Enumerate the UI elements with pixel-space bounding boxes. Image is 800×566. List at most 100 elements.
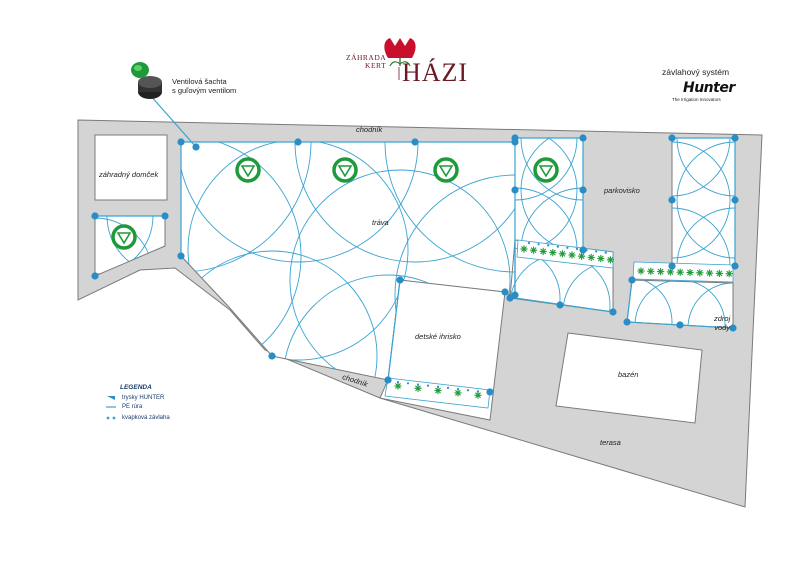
drip-plant: [520, 245, 528, 253]
drip-emitter: [556, 245, 559, 248]
drip-emitter: [575, 247, 579, 251]
drip-emitter: [566, 246, 569, 249]
drip-emitter: [604, 251, 607, 254]
drip-emitter: [547, 244, 550, 247]
pool-label: bazén: [618, 370, 639, 379]
nozzle-marker: [161, 212, 169, 220]
nozzle-marker: [501, 288, 509, 296]
drip-plant: [715, 269, 723, 277]
drip-plant: [549, 249, 557, 257]
drip-emitter: [466, 389, 470, 392]
drip-plant: [394, 382, 402, 390]
legend-item-drip: kvapková závlaha: [122, 415, 170, 421]
valve-symbol: [111, 224, 137, 250]
far-right-lawn-area: [671, 137, 736, 267]
nozzle-marker: [579, 134, 587, 142]
far-right-arcs: [672, 138, 735, 266]
nozzle-marker: [384, 376, 392, 384]
drip-plant: [637, 267, 645, 275]
valve-symbol: [235, 157, 261, 183]
nozzle-marker: [486, 388, 494, 396]
nozzle-marker: [192, 143, 200, 151]
nozzle-marker: [731, 134, 739, 142]
drip-emitter: [436, 385, 440, 388]
legend-item-nozzle: trysky HUNTER: [122, 395, 165, 401]
drip-plant: [725, 270, 733, 278]
nozzle-marker: [91, 212, 99, 220]
playground-label: detské ihrisko: [415, 332, 461, 341]
brand-line2: KERT: [365, 61, 387, 70]
drip-emitter: [537, 243, 540, 246]
drip-plant: [597, 255, 605, 263]
valve-symbol: [332, 157, 358, 183]
nozzle-marker: [676, 321, 684, 329]
drip-plant: [530, 246, 538, 254]
water-source-label: zdroj vody: [714, 314, 730, 332]
nozzle-marker: [731, 196, 739, 204]
brand-line1: ZÁHRADA: [346, 53, 387, 62]
drip-emitter: [396, 381, 400, 384]
nozzle-marker: [668, 262, 676, 270]
nozzle-marker: [731, 262, 739, 270]
drip-plant: [587, 253, 595, 261]
nozzle-marker: [294, 138, 302, 146]
hunter-tagline: The Irrigation Innovators: [672, 97, 721, 102]
drip-emitter: [406, 382, 410, 385]
garden-house-label: záhradný domček: [99, 170, 159, 179]
water-source-line1: zdroj: [714, 314, 731, 323]
parking-label: parkovisko: [604, 186, 640, 195]
garden-house-area: [94, 134, 168, 201]
lawn-label: tráva: [372, 218, 389, 227]
right-lawn-area: [514, 137, 584, 251]
right-spray-arcs: [515, 138, 583, 250]
drip-plant: [686, 268, 694, 277]
brand-logo: ZÁHRADA KERT: [346, 54, 386, 70]
pool-area: [555, 332, 703, 424]
drip-plant: [578, 252, 586, 260]
drip-emitter: [527, 241, 531, 245]
legend-symbols: [106, 396, 116, 420]
sidewalk-top-label: chodník: [356, 125, 383, 134]
drip-plant: [606, 256, 614, 264]
drip-plant: [539, 247, 547, 255]
drip-plant: [474, 391, 482, 399]
terrace-label: terasa: [600, 438, 621, 447]
valve-box-line2: s guľovým ventilom: [172, 86, 237, 95]
drip-plant: [647, 267, 655, 275]
legend-item-pipe: PE rúra: [122, 404, 143, 410]
drip-emitter: [476, 390, 480, 393]
drip-plant: [666, 268, 674, 276]
drip-plant: [558, 250, 566, 258]
nozzle-marker: [609, 308, 617, 316]
drip-plant: [657, 268, 665, 276]
nozzle-marker: [579, 186, 587, 194]
nozzle-marker: [668, 196, 676, 204]
legend-title: LEGENDA: [120, 384, 152, 391]
drip-emitter: [456, 387, 460, 391]
drip-plant: [454, 389, 462, 397]
nozzle-marker: [91, 272, 99, 280]
nozzle-marker: [268, 352, 276, 360]
water-source-line2: vody: [714, 323, 731, 332]
nozzle-marker: [177, 138, 185, 146]
valve-box-icon: [131, 62, 162, 99]
brand-name: HÁZI: [402, 58, 469, 87]
nozzle-marker: [506, 294, 514, 302]
irrigation-title: závlahový systém: [662, 67, 730, 77]
nozzle-marker: [511, 186, 519, 194]
drip-emitter: [426, 384, 430, 387]
valve-symbol: [433, 157, 459, 183]
nozzle-marker: [396, 276, 404, 284]
drip-plant: [706, 269, 714, 277]
drip-plant: [676, 268, 684, 276]
hunter-nozzles: [91, 134, 739, 396]
valve-symbols: [111, 157, 559, 250]
valve-box-line1: Ventilová šachta: [172, 77, 227, 86]
drip-plant: [434, 387, 442, 395]
nozzle-marker: [411, 138, 419, 146]
drip-plant: [568, 251, 576, 259]
nozzle-marker: [511, 134, 519, 142]
nozzle-marker: [623, 318, 631, 326]
nozzle-marker: [177, 252, 185, 260]
tulip-logo-icon: [384, 38, 416, 67]
